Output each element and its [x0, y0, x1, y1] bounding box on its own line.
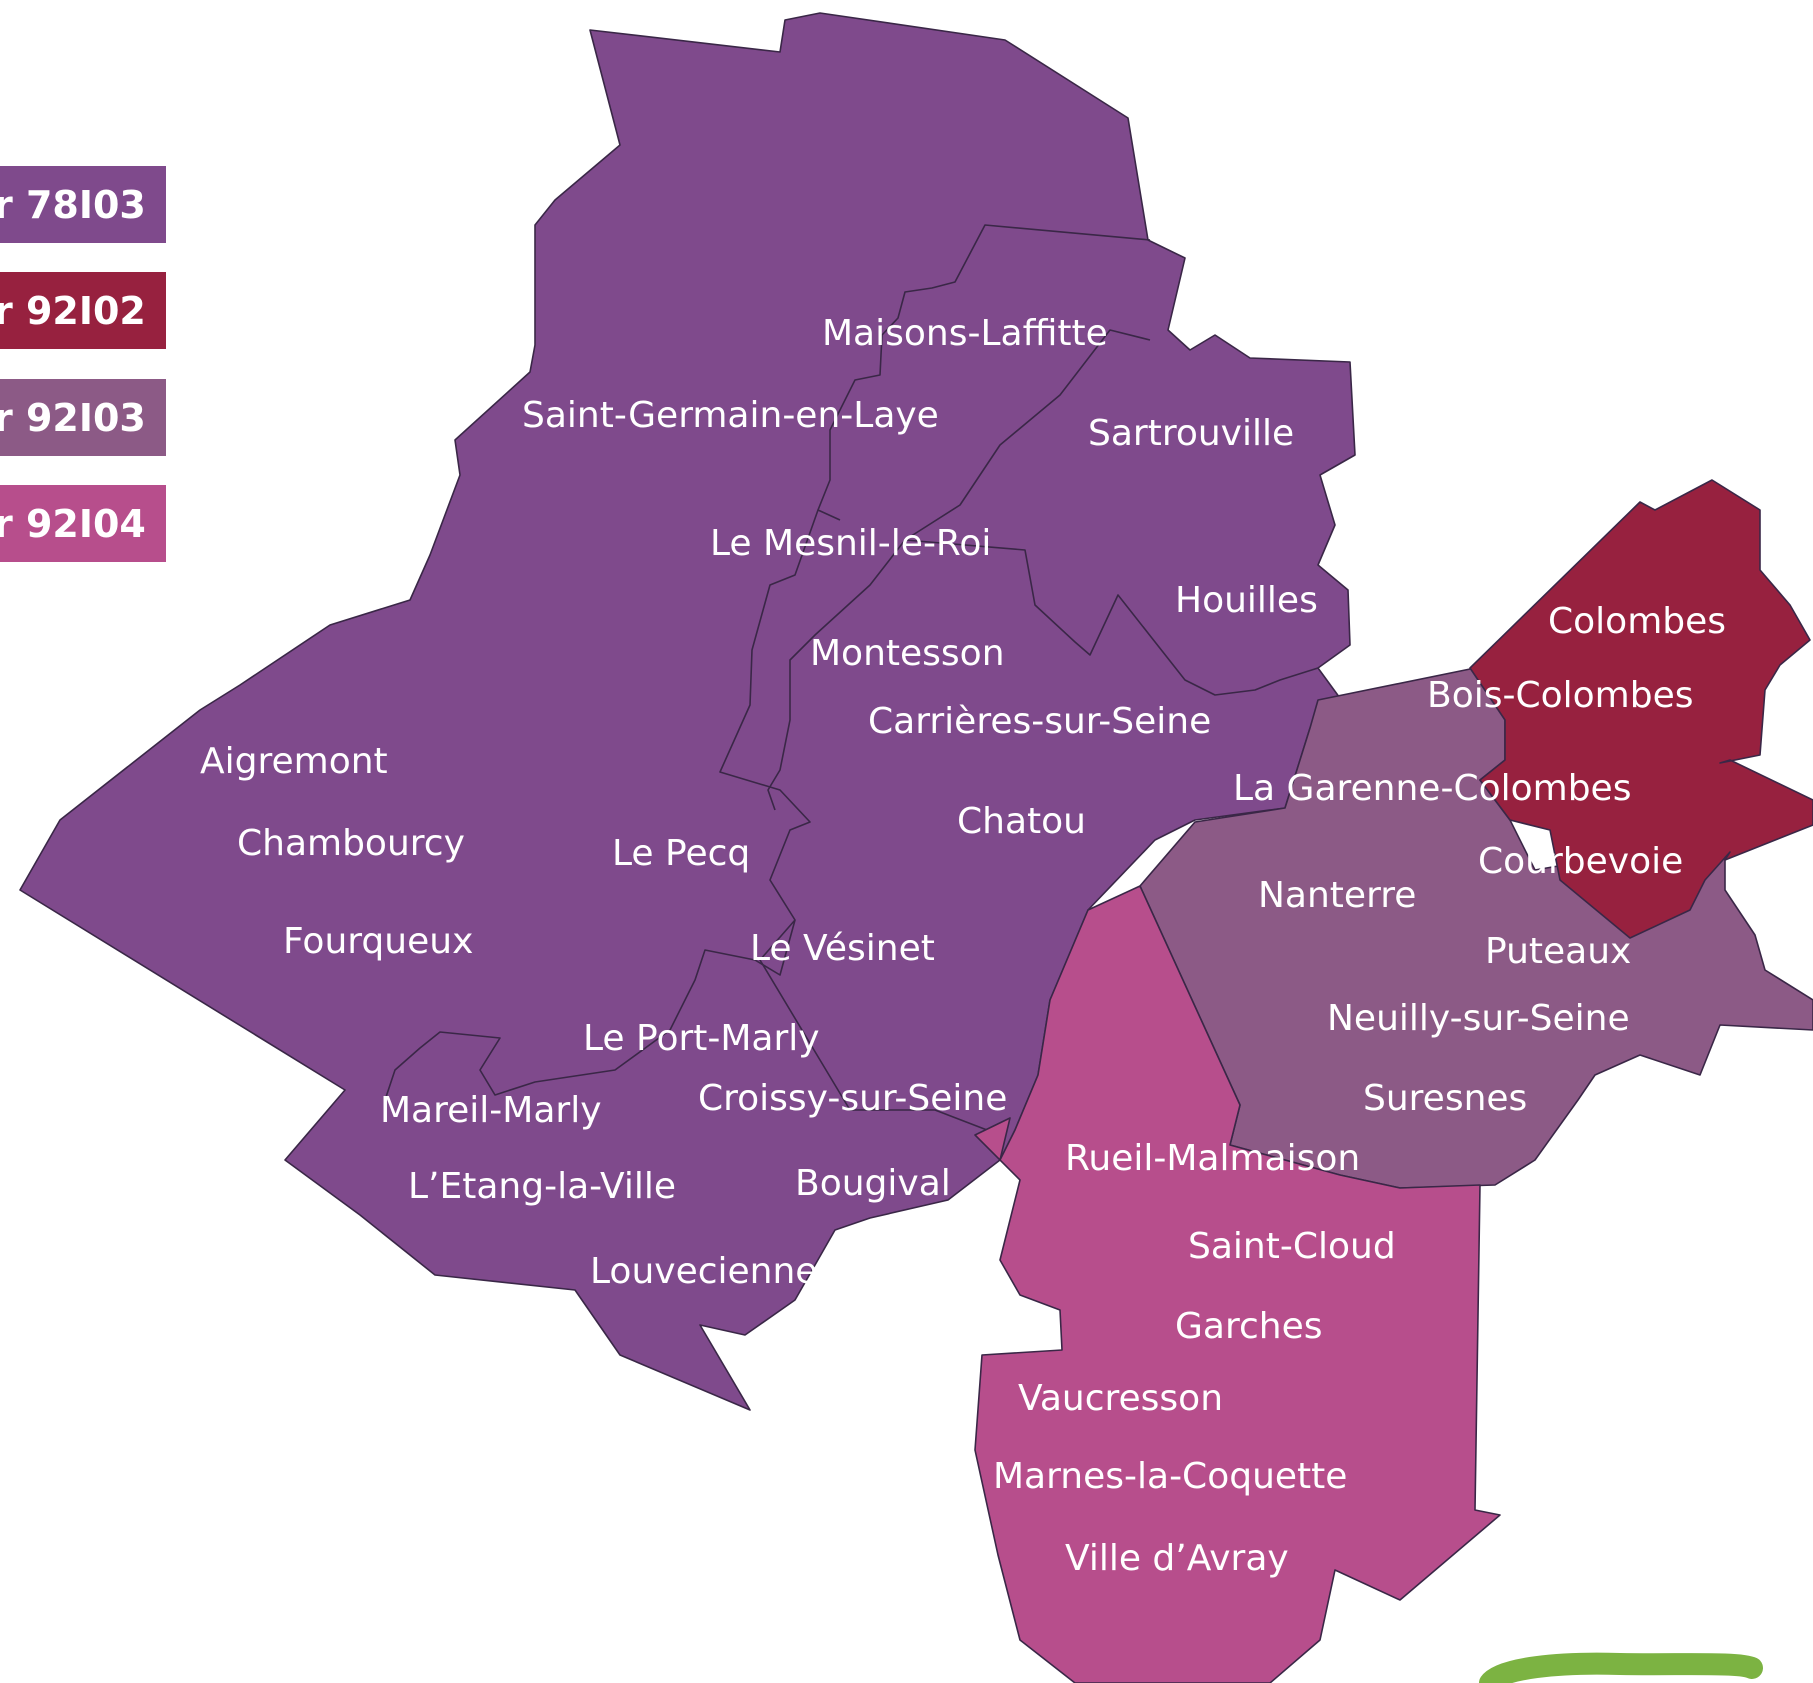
- sector-92102: [1469, 479, 1813, 939]
- label-mareil-marly: Mareil-Marly: [380, 1090, 602, 1131]
- label-puteaux: Puteaux: [1485, 931, 1631, 972]
- label-suresnes: Suresnes: [1363, 1078, 1527, 1119]
- label-saint-germain-en-laye: Saint-Germain-en-Laye: [522, 395, 939, 436]
- label-chambourcy: Chambourcy: [237, 823, 465, 864]
- label-fourqueux: Fourqueux: [283, 921, 473, 962]
- commune-labels: Maisons-Laffitte Saint-Germain-en-Laye S…: [200, 313, 1726, 1579]
- border-maisons-laffitte: [817, 224, 1151, 521]
- label-le-vesinet: Le Vésinet: [750, 928, 935, 969]
- sector-92102-area: [1469, 479, 1813, 939]
- border-mesnil-sartrouville: [767, 329, 1151, 811]
- label-marnes-la-coquette: Marnes-la-Coquette: [993, 1456, 1347, 1497]
- sector-92104: [974, 885, 1501, 1683]
- label-nanterre: Nanterre: [1258, 875, 1416, 916]
- label-l-etang-la-ville: L’Etang-la-Ville: [408, 1166, 676, 1207]
- green-brush-stroke: [1479, 1652, 1763, 1683]
- label-carrieres-sur-seine: Carrières-sur-Seine: [868, 701, 1211, 742]
- legend-label-92102: r 92I02: [0, 289, 146, 333]
- legend-item-78103: r 78I03: [0, 166, 166, 243]
- legend-swatch-92103: [0, 379, 166, 456]
- legend-label-78103: r 78I03: [0, 183, 146, 227]
- label-colombes: Colombes: [1548, 601, 1726, 642]
- label-louveciennes: Louveciennes: [590, 1251, 836, 1292]
- label-le-mesnil-le-roi: Le Mesnil-le-Roi: [710, 523, 991, 564]
- legend-swatch-92104: [0, 485, 166, 562]
- legend-item-92103: r 92I03: [0, 379, 166, 456]
- label-sartrouville: Sartrouville: [1088, 413, 1294, 454]
- label-vaucresson: Vaucresson: [1018, 1378, 1223, 1419]
- label-rueil-malmaison: Rueil-Malmaison: [1065, 1138, 1360, 1179]
- legend-swatch-92102: [0, 272, 166, 349]
- border-croissy: [759, 919, 1001, 1136]
- border-sartrouville-houilles: [904, 539, 1319, 696]
- sector-92104-area: [974, 885, 1501, 1683]
- legend-swatch-78103: [0, 166, 166, 243]
- label-aigremont: Aigremont: [200, 741, 388, 782]
- label-bougival: Bougival: [795, 1163, 951, 1204]
- legend-item-92104: r 92I04: [0, 485, 166, 562]
- label-neuilly-sur-seine: Neuilly-sur-Seine: [1327, 998, 1630, 1039]
- legend: r 78I03 r 92I02 r 92I03 r 92I04: [0, 166, 166, 562]
- label-maisons-laffitte: Maisons-Laffitte: [822, 313, 1108, 354]
- label-bois-colombes: Bois-Colombes: [1427, 675, 1693, 716]
- label-houilles: Houilles: [1175, 580, 1318, 621]
- legend-label-92104: r 92I04: [0, 502, 146, 546]
- border-le-pecq: [384, 509, 819, 1101]
- green-logo-mark: [1479, 1652, 1763, 1683]
- label-la-garenne-colombes: La Garenne-Colombes: [1233, 768, 1631, 809]
- label-montesson: Montesson: [810, 633, 1005, 674]
- label-garches: Garches: [1175, 1306, 1322, 1347]
- label-le-port-marly: Le Port-Marly: [583, 1018, 820, 1059]
- label-ville-d-avray: Ville d’Avray: [1065, 1538, 1289, 1579]
- label-saint-cloud: Saint-Cloud: [1188, 1226, 1396, 1267]
- label-chatou: Chatou: [957, 801, 1086, 842]
- label-croissy-sur-seine: Croissy-sur-Seine: [698, 1078, 1007, 1119]
- legend-label-92103: r 92I03: [0, 396, 146, 440]
- label-le-pecq: Le Pecq: [612, 833, 750, 874]
- label-courbevoie: Courbevoie: [1478, 841, 1683, 882]
- legend-item-92102: r 92I02: [0, 272, 166, 349]
